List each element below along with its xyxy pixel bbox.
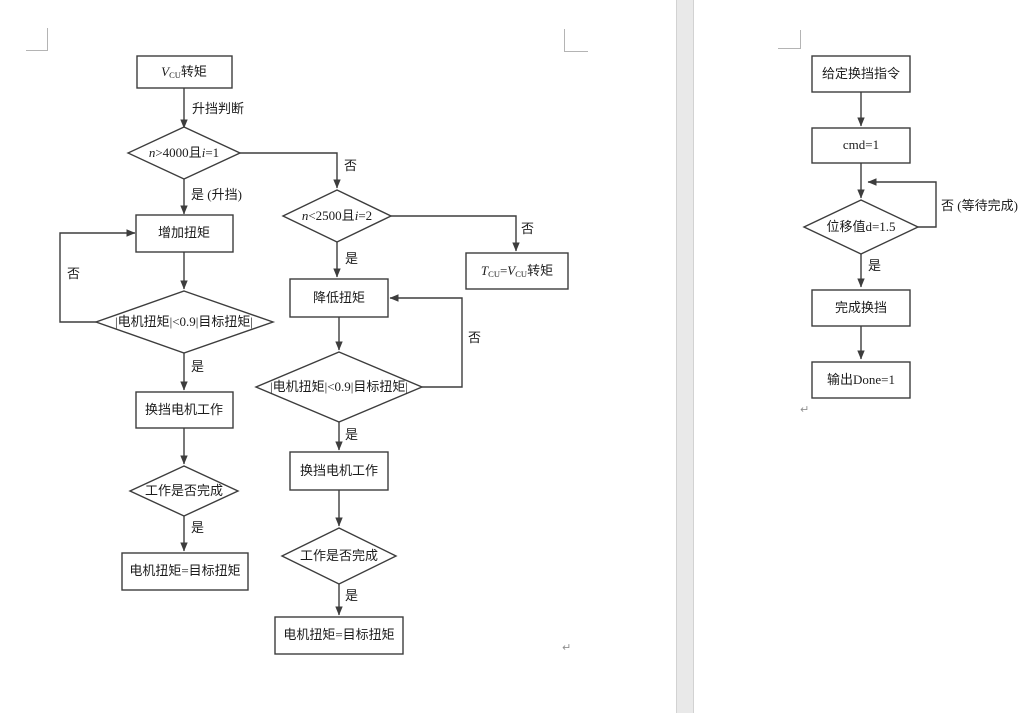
- document-page-2[interactable]: [694, 0, 1024, 713]
- page-gap: [676, 0, 694, 713]
- document-page-1[interactable]: [0, 0, 676, 713]
